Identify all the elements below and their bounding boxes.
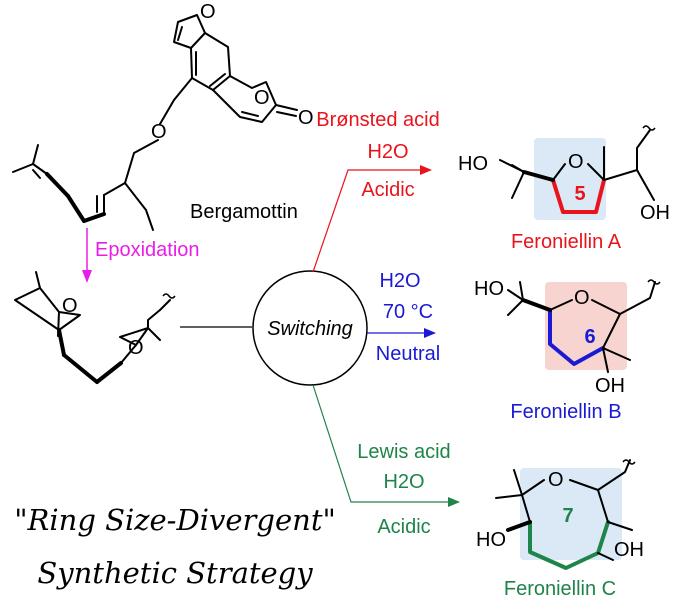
- path-b-condition-3: Neutral: [376, 343, 440, 365]
- path-c-condition-1: Lewis acid: [357, 441, 450, 463]
- truncation-wave-icon-c: [622, 459, 636, 465]
- path-b-condition-1: H2O: [379, 270, 420, 292]
- lactone-oxygen: O: [254, 87, 270, 109]
- path-b-arrow: [367, 328, 436, 338]
- feroniellin-a-label: Feroniellin A: [511, 231, 622, 253]
- ring-b-hydroxyl-right: OH: [595, 375, 625, 397]
- bis-epoxide-structure: [14, 271, 171, 384]
- feroniellin-b-structure: [507, 281, 656, 373]
- path-b-condition-2: 70 °C: [383, 301, 433, 323]
- furan-oxygen: O: [200, 1, 216, 23]
- ether-oxygen: O: [151, 121, 167, 143]
- epoxidation-arrow: [82, 228, 92, 283]
- ring-a-highlight: [534, 138, 606, 220]
- path-a-condition-3: Acidic: [361, 179, 414, 201]
- ring-a-hydroxyl-left: HO: [458, 153, 488, 175]
- path-a-condition-2: H2O: [367, 141, 408, 163]
- truncation-wave-icon: [162, 293, 176, 299]
- feroniellin-a-structure: [499, 129, 655, 214]
- feroniellin-c-label: Feroniellin C: [504, 578, 616, 600]
- switching-label: Switching: [267, 318, 353, 340]
- switching-circle: [252, 270, 368, 386]
- ring-a-hydroxyl-right: OH: [640, 202, 670, 224]
- strategy-title-line-2: Synthetic Strategy: [37, 556, 313, 590]
- carbonyl-oxygen: O: [298, 107, 314, 129]
- feroniellin-c-structure: [495, 459, 633, 570]
- epoxide-oxygen-2: O: [128, 337, 144, 359]
- truncation-wave-icon-a: [642, 125, 656, 131]
- ring-a-oxygen: O: [568, 151, 584, 173]
- bergamottin-structure: [12, 14, 298, 231]
- ring-c-highlight: [520, 468, 622, 560]
- path-c-condition-3: Acidic: [377, 516, 430, 538]
- ring-c-oxygen: O: [548, 469, 564, 491]
- path-c-condition-2: H2O: [383, 471, 424, 493]
- truncation-wave-icon-b: [647, 279, 661, 285]
- path-a-condition-1: Brønsted acid: [316, 109, 439, 131]
- ring-c-size: 7: [562, 505, 573, 527]
- path-a-arrow: [312, 165, 432, 273]
- epoxide-oxygen-1: O: [62, 295, 78, 317]
- bergamottin-label: Bergamottin: [190, 201, 298, 223]
- ring-c-hydroxyl-right: OH: [614, 539, 644, 561]
- ring-b-size: 6: [584, 326, 595, 348]
- ring-b-hydroxyl-left: HO: [474, 278, 504, 300]
- ring-c-hydroxyl-left: HO: [476, 529, 506, 551]
- ring-a-size: 5: [574, 183, 585, 205]
- epoxidation-label: Epoxidation: [95, 239, 200, 261]
- path-c-arrow: [312, 384, 460, 507]
- ring-b-oxygen: O: [574, 287, 590, 309]
- feroniellin-b-label: Feroniellin B: [510, 401, 621, 423]
- strategy-title-line-1: "Ring Size-Divergent": [14, 503, 336, 537]
